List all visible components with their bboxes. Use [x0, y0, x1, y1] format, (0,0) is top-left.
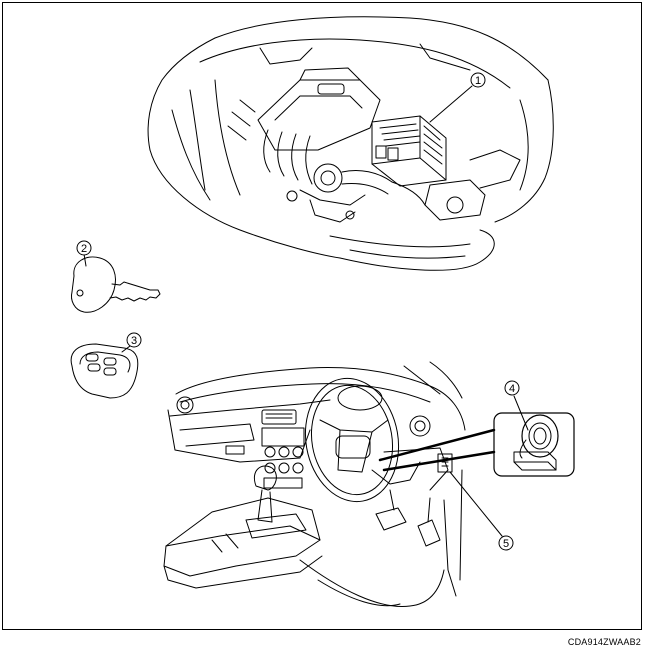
- engine-compartment-drawing: [147, 16, 554, 271]
- callout-3-number: 3: [131, 335, 137, 347]
- coil-detail-box: [493, 412, 575, 477]
- key-drawing: [71, 256, 161, 313]
- callout-1-number: 1: [475, 75, 481, 87]
- callout-3: 3: [121, 332, 142, 353]
- figure-frame: [2, 2, 642, 630]
- callout-2: 2: [76, 240, 92, 267]
- detail-pointer-line: [382, 450, 496, 472]
- callout-2-number: 2: [81, 243, 87, 255]
- callout-5-number: 5: [503, 538, 509, 550]
- figure-code: CDA914ZWAAB2: [567, 637, 641, 647]
- remote-transmitter-drawing: [70, 343, 139, 399]
- callout-5: 5: [449, 471, 514, 551]
- dashboard-drawing: [163, 361, 466, 608]
- detail-pointer-line: [378, 428, 496, 462]
- callout-4-number: 4: [509, 383, 515, 395]
- callout-1: 1: [429, 72, 486, 123]
- callout-4: 4: [504, 380, 529, 431]
